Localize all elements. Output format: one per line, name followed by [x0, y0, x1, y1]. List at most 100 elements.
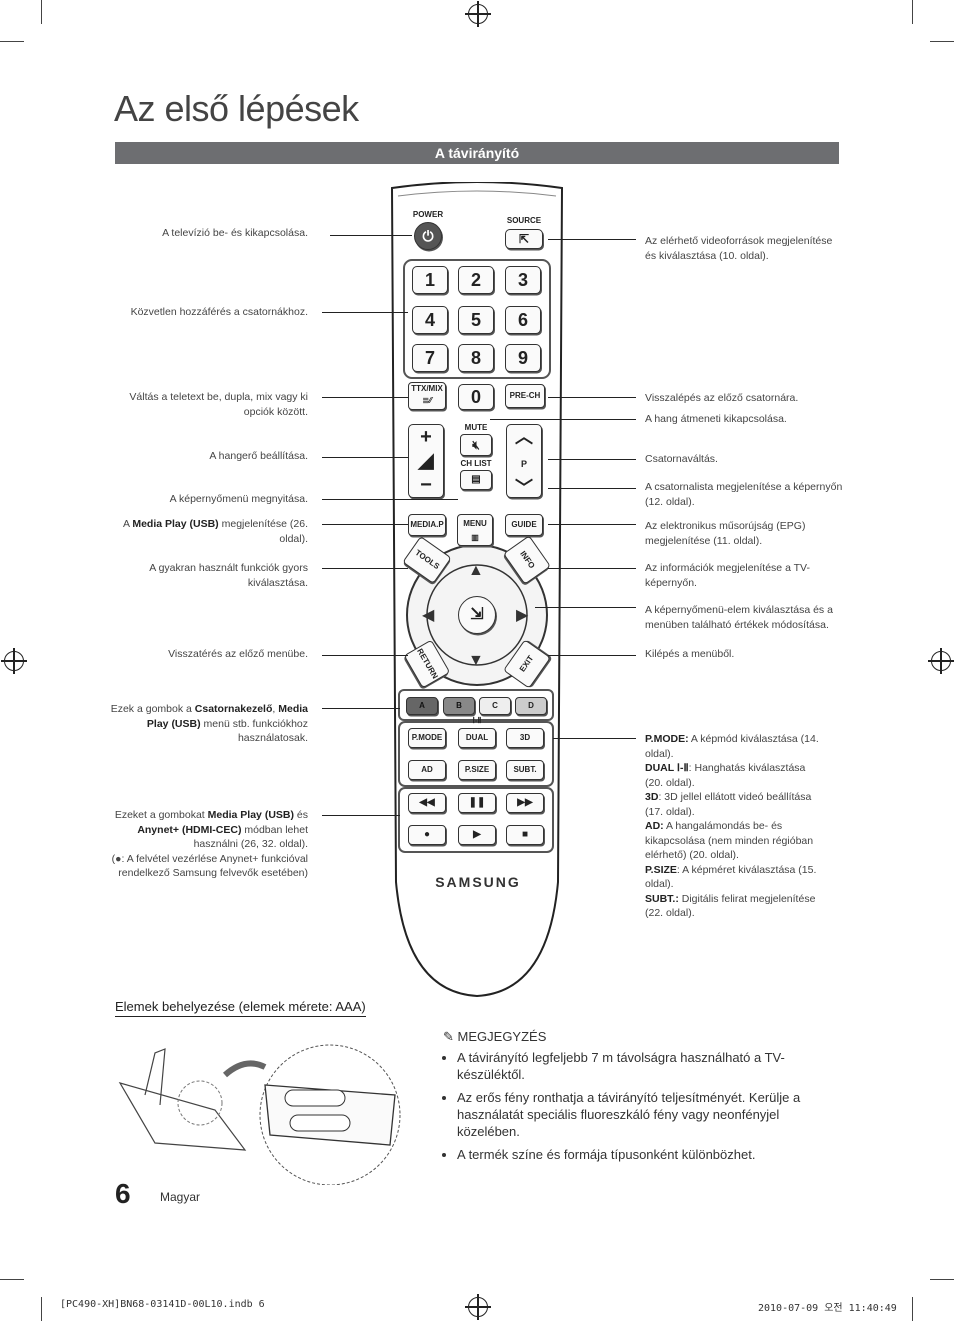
menu-button[interactable]: MENU▥ — [457, 514, 493, 546]
label-source: Az elérhető videoforrások megjelenítése … — [645, 235, 833, 262]
label-menu: A képernyőmenü megnyitása. — [169, 493, 308, 505]
nav-right-icon[interactable]: ▶ — [516, 607, 529, 624]
callout-line — [322, 815, 400, 816]
digit-button[interactable]: 5 — [458, 306, 494, 334]
callout-line — [322, 524, 408, 525]
label-text: (●: A felvétel vezérlése Anynet+ funkció… — [111, 852, 308, 880]
function-key: 3D — [645, 791, 659, 803]
section-heading: A távirányító — [115, 142, 839, 164]
ch-list-button[interactable]: ▤ — [460, 470, 492, 490]
channel-p-label: P — [520, 459, 527, 469]
ch-list-label: CH LIST — [460, 459, 492, 468]
callout-line — [535, 607, 636, 608]
label-text: A — [122, 518, 133, 530]
label-navigation: A képernyőmenü-elem kiválasztása és a me… — [645, 604, 833, 631]
digit-button[interactable]: 8 — [458, 344, 494, 372]
label-bold: Anynet+ (HDMI-CEC) — [137, 823, 242, 836]
nav-up-icon[interactable]: ▲ — [468, 562, 484, 579]
mute-label: MUTE — [464, 423, 488, 432]
mute-button[interactable]: 🔇︎ — [460, 434, 492, 456]
subt-button[interactable]: SUBT. — [506, 760, 544, 780]
notes-heading: ✎ MEGJEGYZÉS — [443, 1028, 823, 1045]
function-key: AD: — [645, 820, 664, 832]
crop-mark — [930, 41, 954, 42]
ttx-mix-button[interactable]: TTX/MIX≣⁄⁄ — [408, 382, 446, 410]
label-bold: Media Play (USB) — [132, 518, 219, 530]
page-number: 6 — [115, 1178, 131, 1209]
label-bold: Media Play (USB) — [207, 809, 294, 821]
label-bold: Media Play (USB) — [146, 703, 308, 730]
3d-button[interactable]: 3D — [506, 728, 544, 748]
function-item: DUAL Ⅰ-Ⅱ: Hanghatás kiválasztása (20. ol… — [645, 761, 825, 790]
callout-line — [330, 235, 412, 236]
color-button-c[interactable]: C — [479, 697, 511, 715]
power-label: POWER — [412, 210, 444, 219]
digit-button[interactable]: 7 — [412, 344, 448, 372]
function-key: SUBT.: — [645, 892, 679, 905]
digit-button[interactable]: 9 — [505, 344, 541, 372]
play-button[interactable]: ▶ — [458, 825, 496, 845]
callout-line — [548, 568, 636, 569]
nav-down-icon[interactable]: ▼ — [468, 652, 484, 669]
guide-button[interactable]: GUIDE — [505, 514, 543, 536]
rewind-button[interactable]: ◀◀ — [408, 793, 446, 813]
menu-label: MENU — [463, 519, 487, 528]
stop-button[interactable]: ■ — [506, 825, 544, 845]
ad-button[interactable]: AD — [408, 760, 446, 780]
label-mute: A hang átmeneti kikapcsolása. — [645, 413, 787, 425]
color-button-d[interactable]: D — [515, 697, 547, 715]
notes-heading-text: MEGJEGYZÉS — [457, 1029, 547, 1044]
callout-line — [322, 655, 408, 656]
footer-date: 2010-07-09 오전 11:40:49 — [758, 1303, 897, 1314]
digit-button[interactable]: 1 — [412, 266, 448, 294]
digit-button[interactable]: 3 — [505, 266, 541, 294]
digit-button[interactable]: 6 — [505, 306, 541, 334]
registration-mark-icon — [465, 1, 491, 27]
power-button[interactable]: ⏻ — [414, 222, 442, 250]
color-button-b[interactable]: B — [443, 697, 475, 715]
crop-mark — [41, 0, 42, 24]
p-size-button[interactable]: P.SIZE — [458, 760, 496, 780]
source-label: SOURCE — [506, 216, 542, 225]
footer-file: [PC490-XH]BN68-03141D-00L10.indb 6 — [60, 1299, 265, 1310]
page-title: Az első lépések — [114, 88, 359, 129]
callout-line — [322, 568, 408, 569]
label-text: és — [293, 809, 308, 821]
pre-ch-button[interactable]: PRE-CH — [505, 384, 545, 408]
volume-rocker[interactable]: +◢− — [408, 424, 444, 498]
remote-control: POWER ⏻ SOURCE ⇱ 1 2 3 4 5 6 7 8 9 TTX/M… — [388, 182, 566, 998]
registration-mark-icon — [465, 1294, 491, 1320]
callout-line — [322, 312, 408, 313]
digit-button[interactable]: 2 — [458, 266, 494, 294]
label-text: Ezek a gombok a — [110, 703, 195, 715]
callout-line — [548, 524, 636, 525]
callout-line — [548, 655, 636, 656]
function-key: P.SIZE — [645, 863, 677, 876]
crop-mark — [930, 1279, 954, 1280]
label-ch-list: A csatornalista megjelenítése a képernyő… — [645, 481, 843, 508]
p-mode-button[interactable]: P.MODE — [408, 728, 446, 748]
label-function-buttons: P.MODE: A képmód kiválasztása (14. oldal… — [645, 732, 825, 921]
ttx-mix-label: TTX/MIX — [411, 384, 443, 393]
nav-left-icon[interactable]: ◀ — [422, 607, 435, 624]
label-tools: A gyakran használt funkciók gyors kivála… — [149, 562, 308, 589]
dual-button[interactable]: DUAL — [458, 728, 496, 748]
record-button[interactable]: ● — [408, 825, 446, 845]
digit-button[interactable]: 4 — [412, 306, 448, 334]
function-desc: A hangalámondás be- és kikapcsolása (nem… — [645, 820, 814, 861]
enter-button[interactable]: ⇲ — [458, 596, 496, 634]
label-numbers: Közvetlen hozzáférés a csatornákhoz. — [130, 306, 308, 318]
label-text: megjelenítése (26. oldal). — [218, 518, 308, 545]
fast-forward-button[interactable]: ▶▶ — [506, 793, 544, 813]
color-button-a[interactable]: A — [406, 697, 438, 715]
function-key: P.MODE: — [645, 733, 689, 745]
label-text: módban lehet használni (26, 32. oldal). — [193, 823, 308, 851]
channel-rocker[interactable]: ︿P﹀ — [506, 424, 542, 498]
function-item: AD: A hangalámondás be- és kikapcsolása … — [645, 819, 825, 863]
pause-button[interactable]: ❚❚ — [458, 793, 496, 813]
pencil-icon: ✎ — [443, 1029, 454, 1044]
source-button[interactable]: ⇱ — [505, 229, 543, 249]
digit-zero-button[interactable]: 0 — [458, 384, 494, 410]
media-p-button[interactable]: MEDIA.P — [408, 514, 446, 536]
label-pre-ch: Visszalépés az előző csatornára. — [645, 392, 799, 404]
